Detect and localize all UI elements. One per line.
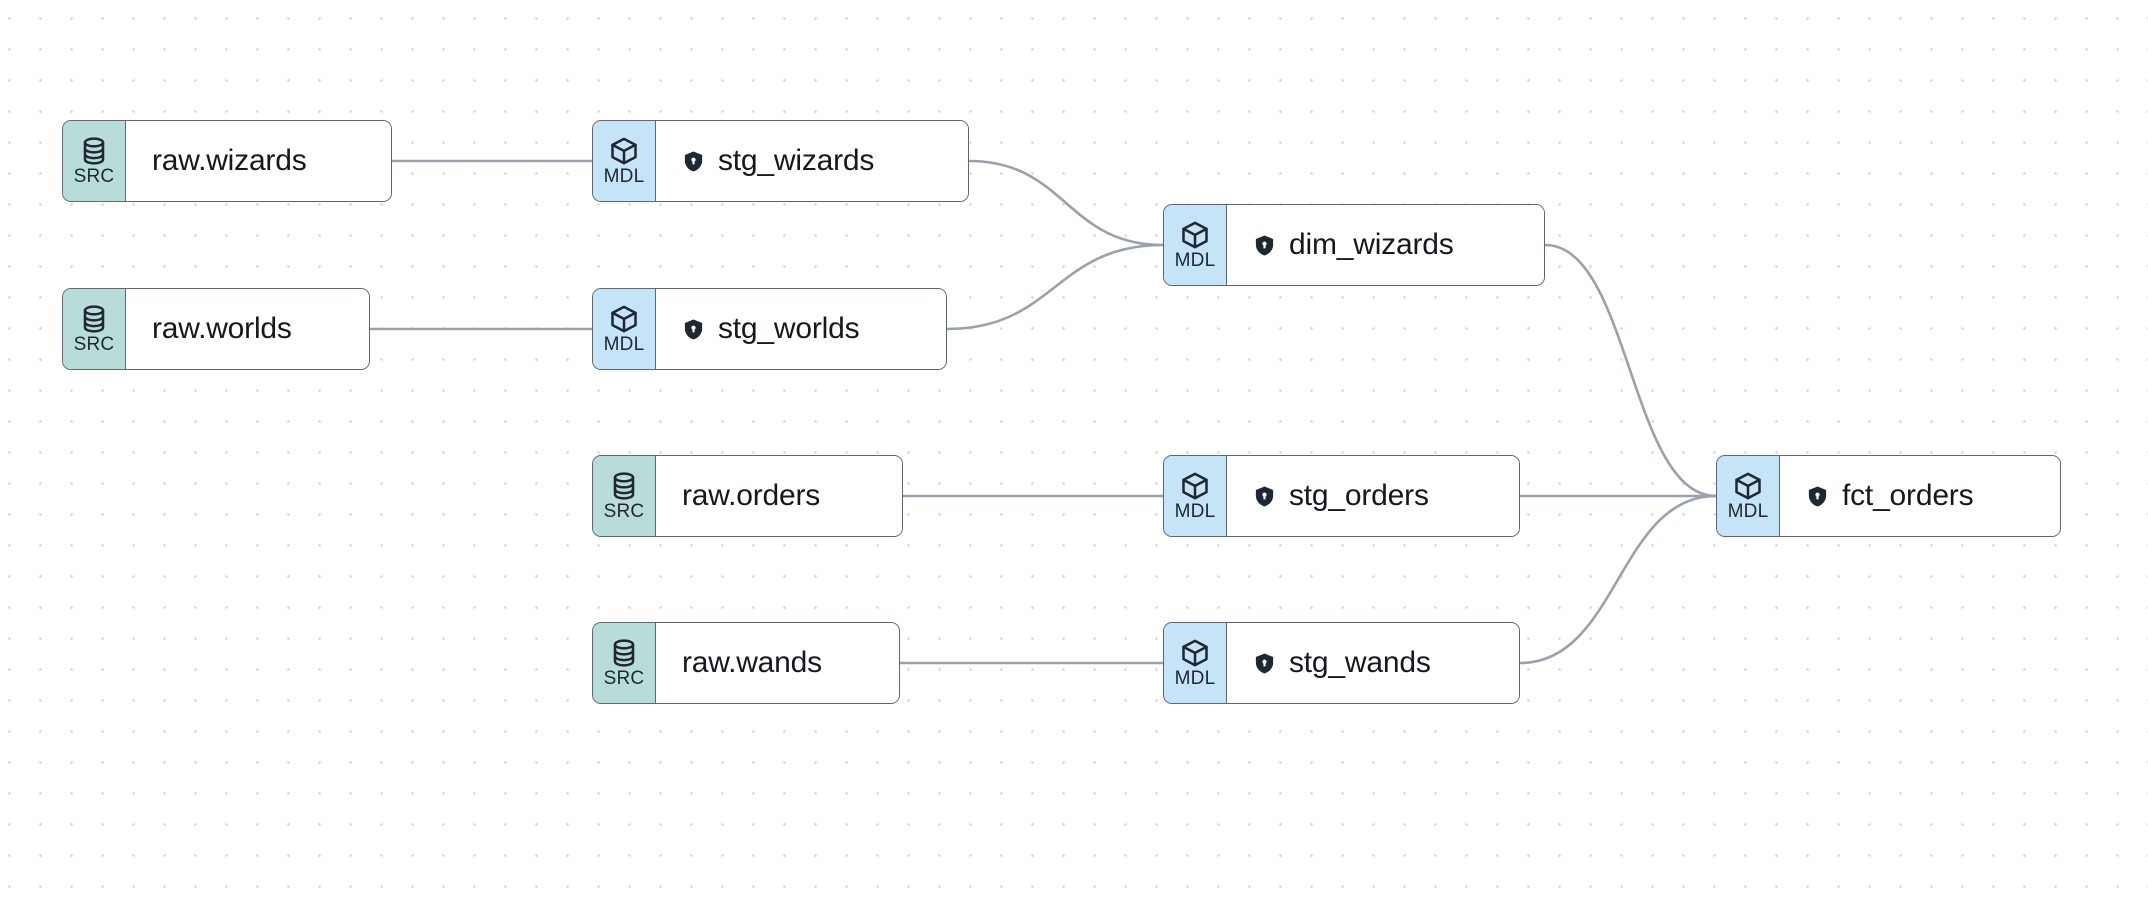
shield-lock-icon — [1253, 234, 1276, 257]
node-label: raw.orders — [682, 479, 821, 512]
shield-lock-icon — [1253, 485, 1276, 508]
shield-lock-icon — [1806, 485, 1829, 508]
database-icon — [79, 304, 109, 334]
node-raw_wizards[interactable]: SRC raw.wizards — [62, 120, 392, 202]
node-type-code: MDL — [1174, 501, 1216, 522]
cube-icon — [1180, 220, 1210, 250]
node-type-badge-mdl: MDL — [1164, 205, 1227, 285]
node-type-badge-mdl: MDL — [593, 121, 656, 201]
node-type-code: MDL — [1174, 668, 1216, 689]
node-type-badge-mdl: MDL — [1717, 456, 1780, 536]
cube-icon — [1180, 638, 1210, 668]
node-body: raw.wizards — [126, 121, 391, 201]
node-type-badge-src: SRC — [593, 456, 656, 536]
node-body: stg_wands — [1227, 623, 1519, 703]
node-type-badge-src: SRC — [63, 121, 126, 201]
node-type-code: SRC — [603, 501, 645, 522]
node-type-code: SRC — [73, 334, 115, 355]
node-body: dim_wizards — [1227, 205, 1544, 285]
node-raw_orders[interactable]: SRC raw.orders — [592, 455, 903, 537]
node-label: stg_orders — [1289, 479, 1429, 512]
node-type-badge-mdl: MDL — [1164, 456, 1227, 536]
node-body: stg_worlds — [656, 289, 946, 369]
node-type-badge-src: SRC — [63, 289, 126, 369]
node-raw_wands[interactable]: SRC raw.wands — [592, 622, 900, 704]
node-fct_orders[interactable]: MDL fct_orders — [1716, 455, 2061, 537]
edge-dim_wizards-to-fct_orders[interactable] — [1543, 243, 1718, 498]
node-type-code: MDL — [1727, 501, 1769, 522]
edge-stg_wands-to-fct_orders[interactable] — [1518, 494, 1718, 665]
node-type-code: SRC — [73, 166, 115, 187]
node-type-code: SRC — [603, 668, 645, 689]
node-label: raw.wizards — [152, 144, 307, 177]
node-label: stg_wands — [1289, 646, 1431, 679]
cube-icon — [1733, 471, 1763, 501]
node-stg_wizards[interactable]: MDL stg_wizards — [592, 120, 969, 202]
node-type-code: MDL — [1174, 250, 1216, 271]
node-body: stg_orders — [1227, 456, 1519, 536]
node-type-badge-mdl: MDL — [1164, 623, 1227, 703]
node-body: raw.worlds — [126, 289, 369, 369]
shield-lock-icon — [682, 150, 705, 173]
node-label: stg_wizards — [718, 144, 875, 177]
shield-lock-icon — [682, 318, 705, 341]
database-icon — [609, 638, 639, 668]
cube-icon — [609, 304, 639, 334]
node-type-badge-mdl: MDL — [593, 289, 656, 369]
node-body: raw.wands — [656, 623, 899, 703]
node-body: fct_orders — [1780, 456, 2060, 536]
node-type-code: MDL — [603, 334, 645, 355]
cube-icon — [1180, 471, 1210, 501]
node-label: stg_worlds — [718, 312, 860, 345]
node-label: raw.wands — [682, 646, 822, 679]
node-dim_wizards[interactable]: MDL dim_wizards — [1163, 204, 1545, 286]
shield-lock-icon — [1253, 652, 1276, 675]
node-stg_worlds[interactable]: MDL stg_worlds — [592, 288, 947, 370]
node-label: raw.worlds — [152, 312, 292, 345]
edge-stg_worlds-to-dim_wizards[interactable] — [945, 243, 1165, 331]
node-raw_worlds[interactable]: SRC raw.worlds — [62, 288, 370, 370]
database-icon — [609, 471, 639, 501]
database-icon — [79, 136, 109, 166]
node-type-badge-src: SRC — [593, 623, 656, 703]
cube-icon — [609, 136, 639, 166]
node-body: stg_wizards — [656, 121, 968, 201]
node-label: fct_orders — [1842, 479, 1974, 512]
edge-stg_wizards-to-dim_wizards[interactable] — [967, 159, 1165, 247]
node-stg_orders[interactable]: MDL stg_orders — [1163, 455, 1520, 537]
node-label: dim_wizards — [1289, 228, 1454, 261]
node-stg_wands[interactable]: MDL stg_wands — [1163, 622, 1520, 704]
node-type-code: MDL — [603, 166, 645, 187]
node-body: raw.orders — [656, 456, 902, 536]
